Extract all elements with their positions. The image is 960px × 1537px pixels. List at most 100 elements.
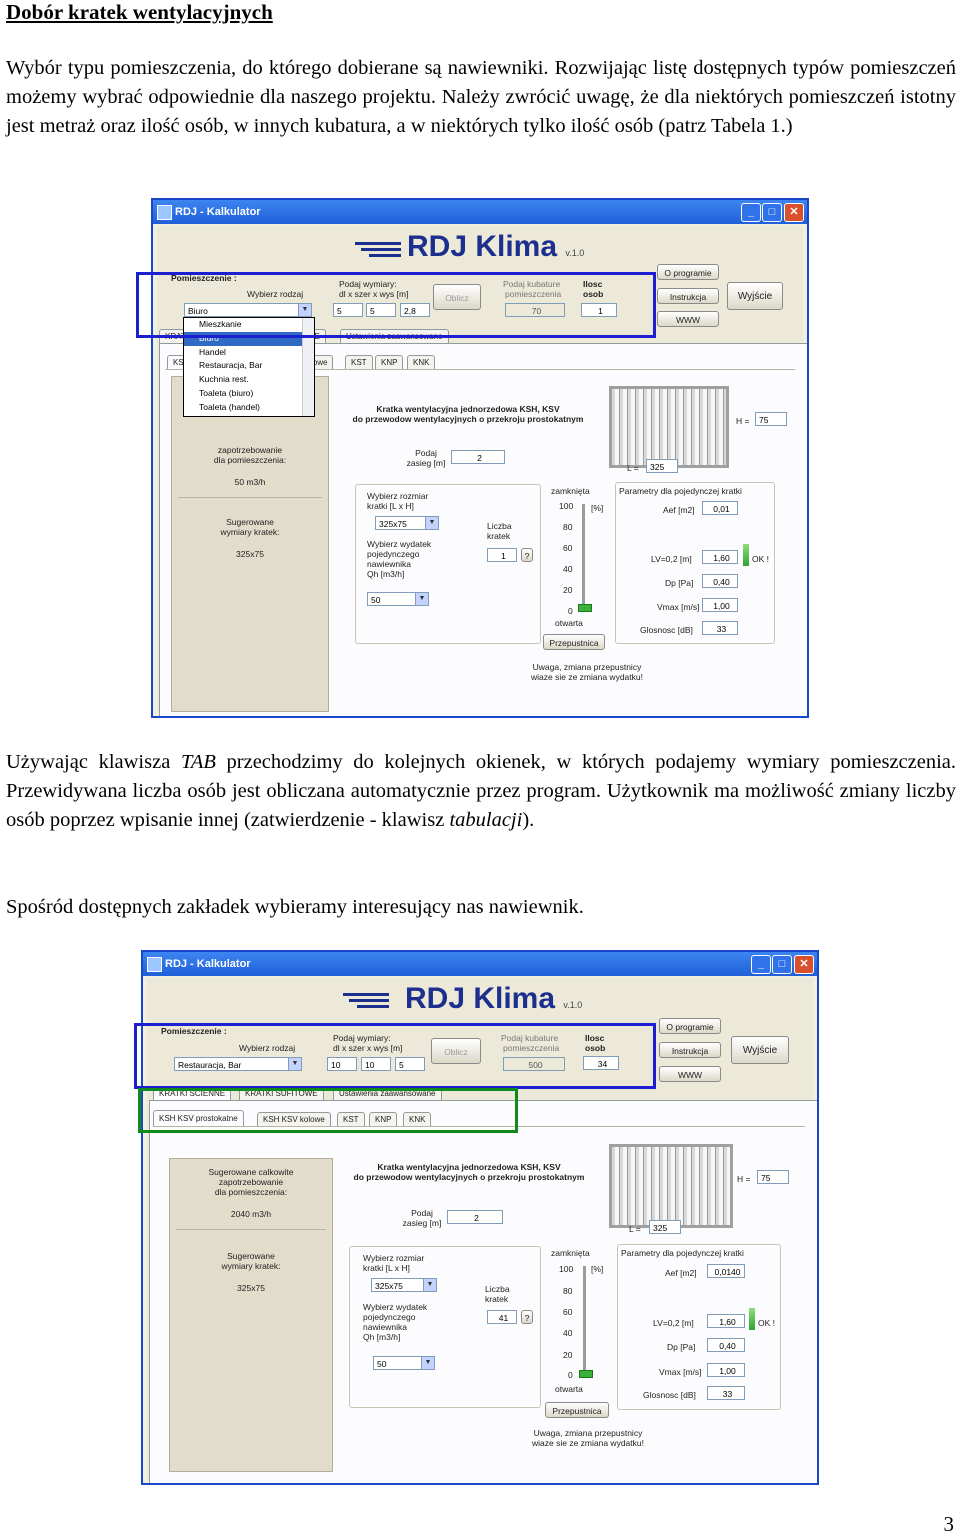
flow-label-4: Qh [m3/h] (363, 1332, 401, 1342)
vmax-value: 1,00 (702, 598, 738, 612)
about-button[interactable]: O programie (659, 1018, 721, 1034)
tab-ksh-ksv-rect[interactable]: KSH KSV prostokatne (153, 1110, 244, 1126)
intro-paragraph: Wybór typu pomieszczenia, do którego dob… (6, 57, 956, 137)
calculate-button[interactable]: Oblicz (433, 284, 481, 310)
range-input[interactable]: 2 (451, 450, 505, 464)
throttle-track[interactable] (583, 1266, 586, 1378)
config-group (355, 484, 541, 644)
tab-kst[interactable]: KST (337, 1112, 365, 1126)
scale-tick: 80 (563, 1286, 573, 1296)
choose-type-label: Wybierz rodzaj (247, 289, 304, 299)
flow-select[interactable]: 50▼ (367, 592, 429, 606)
maximize-icon[interactable]: □ (762, 203, 782, 222)
persons-label: Ilosc (585, 1033, 605, 1043)
volume-input: 500 (503, 1057, 565, 1071)
tab-kst[interactable]: KST (345, 355, 373, 369)
about-button[interactable]: O programie (657, 264, 719, 280)
minimize-icon[interactable]: _ (751, 955, 771, 974)
chevron-down-icon[interactable]: ▼ (288, 1058, 301, 1070)
www-button[interactable]: WWW (657, 311, 719, 327)
throttle-note: Uwaga, zmiana przepustnicy (533, 1428, 643, 1438)
scale-tick: 20 (563, 585, 573, 595)
flow-label: Wybierz wydatek (367, 539, 432, 549)
window-title: RDJ - Kalkulator (165, 958, 251, 970)
dropdown-option[interactable]: Mieszkanie (199, 319, 242, 329)
exit-button[interactable]: Wyjście (731, 1036, 789, 1064)
suggested-dims-value: 325x75 (237, 1283, 265, 1293)
tab-knk[interactable]: KNK (407, 355, 436, 369)
room-type-dropdown-list[interactable]: Mieszkanie Biuro Handel Restauracja, Bar… (183, 317, 315, 417)
dropdown-option[interactable]: Kuchnia rest. (199, 374, 249, 385)
throttle-track[interactable] (582, 504, 585, 612)
close-icon[interactable]: ✕ (794, 955, 814, 974)
chevron-down-icon[interactable]: ▼ (425, 517, 438, 529)
dropdown-scrollbar[interactable] (302, 318, 314, 416)
exit-button[interactable]: Wyjście (727, 282, 783, 310)
range-input[interactable]: 2 (447, 1210, 503, 1224)
volume-label: Podaj kubature (503, 279, 561, 289)
height-input[interactable]: 2,8 (400, 303, 430, 317)
scale-tick: 40 (563, 1328, 573, 1338)
tab-knk[interactable]: KNK (403, 1112, 432, 1126)
total-demand-value: 2040 m3/h (230, 1209, 272, 1219)
minimize-icon[interactable]: _ (741, 203, 761, 222)
scale-tick: 60 (563, 1307, 573, 1317)
count-label: Liczba (487, 521, 512, 531)
persons-input[interactable]: 1 (581, 303, 617, 317)
height-input[interactable]: 5 (395, 1057, 425, 1071)
count-input[interactable]: 1 (487, 548, 517, 562)
lv-value: 1,60 (702, 550, 738, 564)
size-select[interactable]: 325x75▼ (375, 516, 439, 530)
width-input[interactable]: 5 (366, 303, 396, 317)
suggest-total-label: zapotrzebowanie (217, 445, 283, 455)
dims-units-label: dl x szer x wys [m] (333, 1043, 403, 1053)
dropdown-option[interactable]: Toaleta (handel) (199, 401, 260, 412)
count-input[interactable]: 41 (487, 1310, 517, 1324)
count-help-button[interactable]: ? (521, 548, 533, 562)
flow-label: Wybierz wydatek (363, 1302, 428, 1312)
maximize-icon[interactable]: □ (772, 955, 792, 974)
suggestions-panel: zapotrzebowanie dla pomieszczenia: 50 m3… (171, 376, 329, 712)
dropdown-option[interactable]: Restauracja, Bar (199, 360, 263, 371)
room-type-select[interactable]: Biuro▼ (184, 303, 312, 317)
size-select[interactable]: 325x75▼ (371, 1278, 437, 1292)
chevron-down-icon[interactable]: ▼ (421, 1357, 434, 1369)
manual-button[interactable]: Instrukcja (657, 288, 719, 304)
chevron-down-icon[interactable]: ▼ (415, 593, 428, 605)
flow-select[interactable]: 50▼ (373, 1356, 435, 1370)
calculate-button[interactable]: Oblicz (431, 1038, 481, 1064)
length-input[interactable]: 5 (333, 303, 363, 317)
panel-title: Kratka wentylacyjna jednorzedowa KSH, KS… (377, 1162, 561, 1172)
www-button[interactable]: WWW (659, 1066, 721, 1082)
aef-value: 0,0140 (707, 1264, 745, 1278)
chevron-down-icon[interactable]: ▼ (423, 1279, 436, 1291)
dropdown-option[interactable]: Toaleta (biuro) (199, 387, 254, 398)
width-input[interactable]: 10 (361, 1057, 391, 1071)
throttle-note-2: wiaze sie ze zmiana wydatku! (532, 1438, 644, 1448)
noise-label: Glosnosc [dB] (643, 1390, 696, 1400)
size-label-2: kratki [L x H] (367, 501, 414, 511)
logo: RDJ Klima v.1.0 (407, 230, 585, 263)
count-help-button[interactable]: ? (521, 1310, 533, 1324)
throttle-button[interactable]: Przepustnica (543, 634, 605, 650)
dims-label: Podaj wymiary: (339, 279, 397, 289)
close-icon[interactable]: ✕ (784, 203, 804, 222)
throttle-button[interactable]: Przepustnica (545, 1402, 609, 1418)
tab-ksh-ksv-round[interactable]: KSH KSV kolowe (257, 1112, 331, 1126)
room-type-select[interactable]: Restauracja, Bar▼ (174, 1057, 302, 1071)
size-label-2: kratki [L x H] (363, 1263, 410, 1273)
tab-knp[interactable]: KNP (375, 355, 404, 369)
params-group (617, 1244, 781, 1410)
aef-label: Aef [m2] (665, 1268, 697, 1278)
chevron-down-icon[interactable]: ▼ (298, 304, 311, 316)
manual-button[interactable]: Instrukcja (659, 1042, 721, 1058)
dp-value: 0,40 (702, 574, 738, 588)
scale-tick: 40 (563, 564, 573, 574)
dropdown-option[interactable]: Handel (199, 346, 226, 357)
length-input[interactable]: 10 (327, 1057, 357, 1071)
throttle-slider[interactable] (578, 604, 592, 612)
persons-input[interactable]: 34 (583, 1056, 619, 1070)
tab-knp[interactable]: KNP (369, 1112, 398, 1126)
throttle-slider[interactable] (579, 1370, 593, 1378)
vmax-label: Vmax [m/s] (657, 602, 700, 612)
